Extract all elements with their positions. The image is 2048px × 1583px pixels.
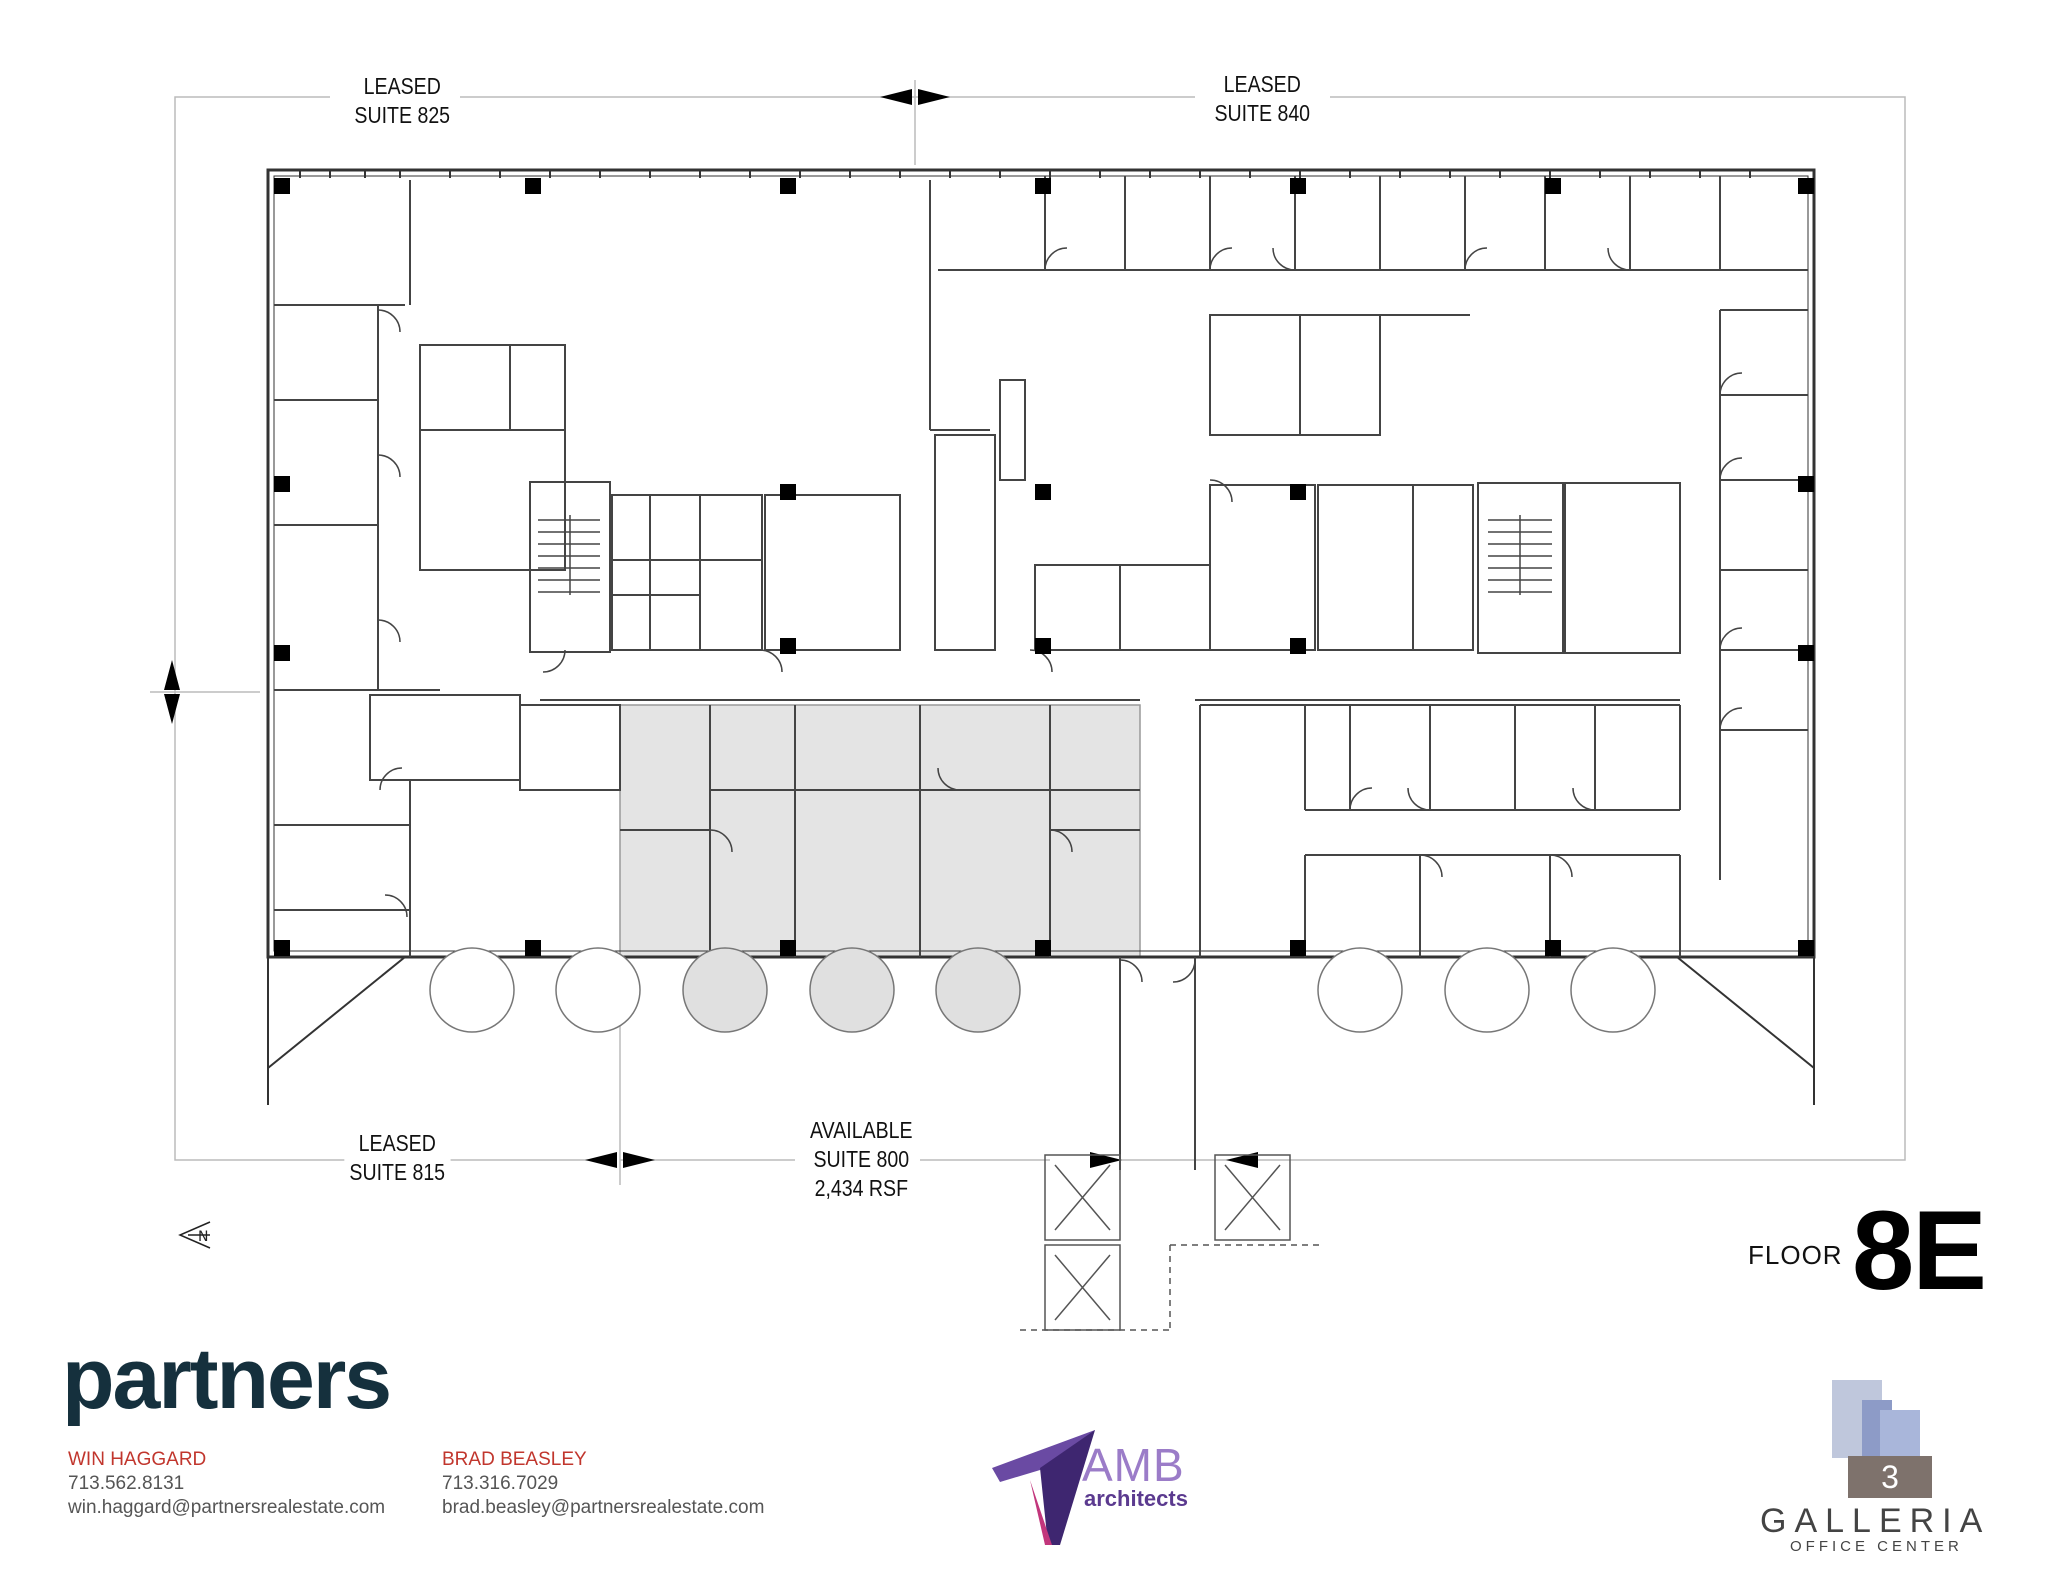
- suite-840-label: LEASED SUITE 840: [1209, 70, 1316, 128]
- window-mullions: [299, 170, 1751, 178]
- door-swings: [377, 247, 1743, 983]
- amb-wordmark: AMB: [1082, 1439, 1185, 1491]
- structural-columns: [274, 178, 1814, 956]
- building-number-badge: 3: [1848, 1456, 1932, 1498]
- partners-logo: partners: [62, 1331, 392, 1427]
- floor-number: 8E: [1852, 1188, 1987, 1313]
- stair-treads: [538, 515, 1552, 595]
- north-arrow-icon: N: [178, 1221, 211, 1249]
- contact-phone: 713.316.7029: [442, 1473, 559, 1494]
- suite-800-label: AVAILABLE SUITE 800 2,434 RSF: [804, 1116, 918, 1203]
- contact-win-haggard: WIN HAGGARD 713.562.8131 win.haggard@par…: [68, 1448, 385, 1520]
- floor-label: FLOOR: [1748, 1240, 1843, 1270]
- amb-logo-icon: [992, 1430, 1095, 1545]
- contact-phone: 713.562.8131: [68, 1473, 185, 1494]
- svg-text:N: N: [198, 1229, 208, 1245]
- suite-825-label: LEASED SUITE 825: [349, 72, 456, 130]
- galleria-logo-icon: [1832, 1380, 1920, 1458]
- contact-brad-beasley: BRAD BEASLEY 713.316.7029 brad.beasley@p…: [442, 1448, 764, 1520]
- contact-email[interactable]: win.haggard@partnersrealestate.com: [68, 1497, 386, 1518]
- building-name: GALLERIA: [1760, 1502, 1991, 1540]
- contact-email[interactable]: brad.beasley@partnersrealestate.com: [442, 1497, 765, 1518]
- interior-walls: [274, 176, 1808, 1170]
- building-subtitle: OFFICE CENTER: [1790, 1538, 1963, 1555]
- boundary-arrows: [164, 89, 1258, 1168]
- exterior-round-columns: [429, 947, 1656, 1033]
- elevators: [1020, 1154, 1320, 1331]
- contact-name: BRAD BEASLEY: [442, 1449, 587, 1470]
- contact-name: WIN HAGGARD: [68, 1449, 207, 1470]
- suite-815-label: LEASED SUITE 815: [344, 1129, 451, 1187]
- amb-subtitle: architects: [1084, 1486, 1188, 1511]
